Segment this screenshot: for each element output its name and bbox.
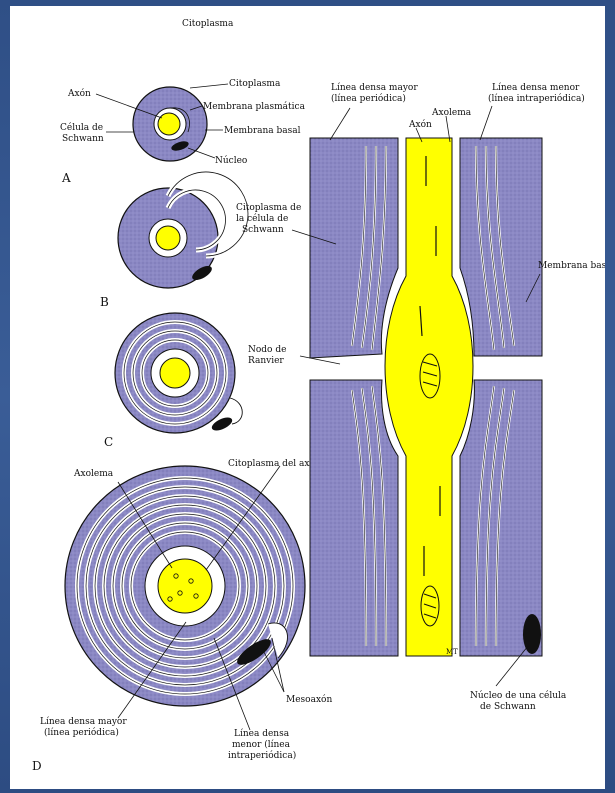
- schwann-cytoplasm-label-1: Citoplasma de: [236, 203, 301, 213]
- figure-a: Axón Citoplasma Membrana plasmática Célu…: [60, 79, 306, 185]
- schwann-nucleus: [523, 614, 541, 654]
- major-dense-line-long-2: (línea periódica): [331, 93, 406, 104]
- schwann-cytoplasm-label-2: la célula de: [236, 213, 288, 224]
- axolemma-label-d: Axolema: [73, 469, 114, 479]
- ranvier-node-label-2: Ranvier: [248, 356, 284, 366]
- schwann-cytoplasm-label-3: Schwann: [242, 225, 284, 235]
- axon-a: [158, 113, 180, 135]
- schwann-nucleus-label-1: Núcleo de una célula: [470, 690, 567, 701]
- nucleus-label-a: Núcleo: [215, 155, 247, 166]
- schwann-cell-label-2: Schwann: [62, 134, 104, 144]
- axon-c: [160, 358, 190, 388]
- figure-page: Citoplasma Axón Citoplasma Membrana plas…: [10, 6, 605, 789]
- schwann-nucleus-label-2: de Schwann: [480, 702, 536, 712]
- artist-signature: MT: [446, 648, 458, 656]
- top-cytoplasm-label: Citoplasma: [182, 19, 234, 29]
- letter-a: A: [61, 171, 71, 185]
- minor-dense-line-d-3: intraperiódica): [228, 750, 296, 761]
- cytoplasm-label-a: Citoplasma: [229, 79, 281, 89]
- mesaxon-label: Mesoaxón: [286, 694, 332, 705]
- letter-c: C: [104, 435, 113, 449]
- axon-d: [158, 559, 212, 613]
- axolemma-label-long: Axolema: [431, 108, 472, 118]
- figure-d: Axolema Citoplasma del axón Línea densa …: [32, 458, 332, 773]
- axon-label-long: Axón: [408, 119, 432, 130]
- minor-dense-line-d-1: Línea densa: [234, 728, 290, 739]
- plasma-membrane-label: Membrana plasmática: [203, 101, 306, 112]
- letter-d: D: [32, 759, 42, 773]
- major-dense-line-d-2: (línea periódica): [44, 727, 119, 738]
- axon-cytoplasm-label: Citoplasma del axón: [228, 458, 321, 469]
- major-dense-line-d-1: Línea densa mayor: [40, 716, 127, 727]
- minor-dense-line-long-2: (línea intraperiódica): [488, 93, 585, 104]
- minor-dense-line-d-2: menor (línea: [232, 739, 291, 750]
- basal-membrane-label-a: Membrana basal: [224, 126, 301, 136]
- ranvier-node-label-1: Nodo de: [248, 345, 286, 355]
- letter-b: B: [100, 295, 109, 309]
- axon-b: [156, 226, 180, 250]
- minor-dense-line-long-1: Línea densa menor: [492, 82, 580, 93]
- axon-label-a: Axón: [67, 88, 91, 99]
- major-dense-line-long-1: Línea densa mayor: [331, 82, 418, 93]
- basal-membrane-label-long: Membrana basal: [538, 261, 605, 271]
- figure-c: C: [104, 313, 242, 449]
- figure-b: B: [100, 172, 248, 309]
- myelination-diagram: Citoplasma Axón Citoplasma Membrana plas…: [10, 6, 605, 789]
- schwann-cell-label-1: Célula de: [60, 122, 103, 133]
